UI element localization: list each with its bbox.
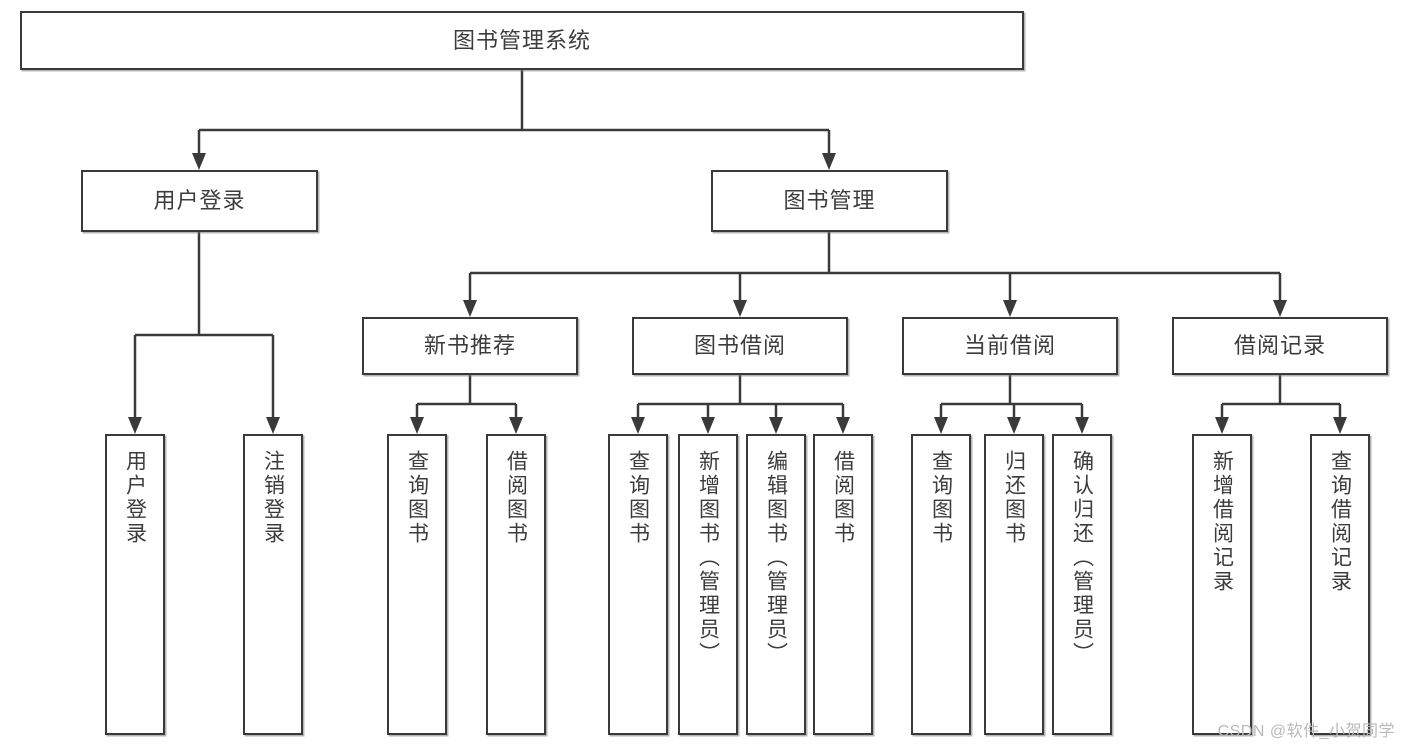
watermark-text: CSDN @软件_小贺同学	[1217, 723, 1395, 740]
arrow-head	[769, 417, 783, 434]
node-label: 编辑图书（管理员）	[764, 450, 788, 666]
node-current-borrow[interactable]: 当前借阅	[902, 317, 1118, 375]
node-label: 借阅记录	[1233, 333, 1326, 359]
arrow-head	[1075, 417, 1089, 434]
arrow-head	[410, 417, 424, 434]
arrow-head	[631, 417, 645, 434]
arrow-head	[1215, 417, 1229, 434]
node-label: 新增借阅记录	[1210, 450, 1234, 594]
arrow-head	[733, 300, 747, 317]
node-leaf-query-book-1[interactable]: 查询图书	[387, 434, 447, 735]
arrow-head	[822, 153, 836, 170]
node-leaf-user-login[interactable]: 用户登录	[105, 434, 165, 735]
node-label: 用户登录	[123, 450, 147, 546]
node-leaf-return-book[interactable]: 归还图书	[984, 434, 1044, 735]
node-leaf-query-book-2[interactable]: 查询图书	[608, 434, 668, 735]
arrow-head	[509, 417, 523, 434]
node-leaf-query-book-3[interactable]: 查询图书	[911, 434, 971, 735]
node-root[interactable]: 图书管理系统	[20, 11, 1024, 70]
node-label: 新增图书（管理员）	[696, 450, 720, 666]
node-leaf-add-book[interactable]: 新增图书（管理员）	[678, 434, 738, 735]
node-leaf-add-record[interactable]: 新增借阅记录	[1192, 434, 1252, 735]
node-label: 用户登录	[153, 188, 246, 214]
node-label: 当前借阅	[963, 333, 1056, 359]
arrow-head	[934, 417, 948, 434]
node-label: 注销登录	[261, 450, 285, 546]
arrow-head	[1273, 300, 1287, 317]
node-label: 图书借阅	[693, 333, 786, 359]
arrow-head	[128, 417, 142, 434]
node-leaf-query-record[interactable]: 查询借阅记录	[1310, 434, 1370, 735]
node-leaf-borrow-book-1[interactable]: 借阅图书	[486, 434, 546, 735]
node-label: 查询图书	[405, 450, 429, 546]
node-label: 归还图书	[1002, 450, 1026, 546]
arrow-head	[836, 417, 850, 434]
arrow-head	[1003, 300, 1017, 317]
node-new-book-recommend[interactable]: 新书推荐	[362, 317, 578, 375]
node-leaf-edit-book[interactable]: 编辑图书（管理员）	[746, 434, 806, 735]
node-user-login[interactable]: 用户登录	[81, 170, 318, 232]
node-leaf-logout-login[interactable]: 注销登录	[243, 434, 303, 735]
node-label: 借阅图书	[504, 450, 528, 546]
arrow-head	[463, 300, 477, 317]
arrow-head	[1333, 417, 1347, 434]
node-label: 确认归还（管理员）	[1070, 450, 1094, 666]
arrow-head	[1007, 417, 1021, 434]
node-label: 图书管理	[783, 188, 876, 214]
arrow-head	[192, 153, 206, 170]
node-label: 查询图书	[929, 450, 953, 546]
node-label: 借阅图书	[831, 450, 855, 546]
node-label: 查询图书	[626, 450, 650, 546]
node-label: 新书推荐	[423, 333, 516, 359]
node-book-manage[interactable]: 图书管理	[711, 170, 948, 232]
node-leaf-borrow-book-2[interactable]: 借阅图书	[813, 434, 873, 735]
node-book-borrow[interactable]: 图书借阅	[632, 317, 848, 375]
node-leaf-confirm-return[interactable]: 确认归还（管理员）	[1052, 434, 1112, 735]
arrow-head	[266, 417, 280, 434]
node-label: 图书管理系统	[452, 27, 591, 53]
node-label: 查询借阅记录	[1328, 450, 1352, 594]
node-borrow-record[interactable]: 借阅记录	[1172, 317, 1388, 375]
arrow-head	[701, 417, 715, 434]
